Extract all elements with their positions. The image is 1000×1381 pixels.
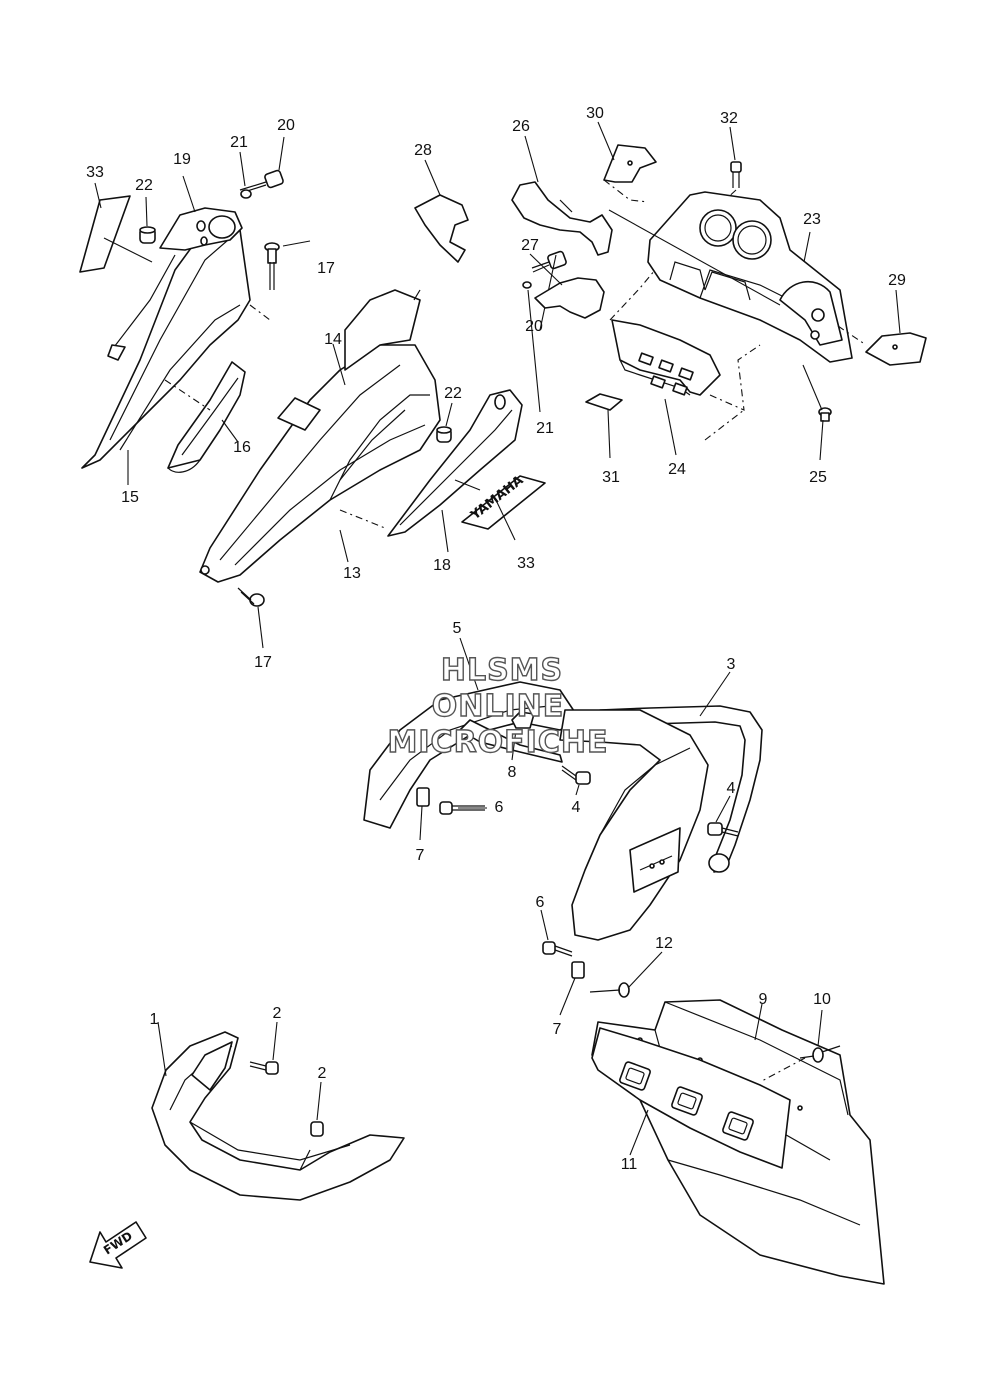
callout-labels: 33 22 19 21 20 17 15 16 14 13 17 22 21 2… <box>86 105 906 1173</box>
part-21-washer-left <box>240 189 252 199</box>
part-7-clip-lower <box>571 961 585 979</box>
part-17-screw-upper <box>264 242 280 290</box>
watermark-line-2: ONLINE <box>432 689 565 724</box>
part-33-yamaha-decal: YAMAHA <box>461 473 546 530</box>
callout-2-upper: 2 <box>273 1005 282 1022</box>
callout-33-left: 33 <box>86 164 104 181</box>
callout-7-upper: 7 <box>416 847 425 864</box>
part-19-mirror-mount <box>159 207 243 251</box>
callout-20-left: 20 <box>277 117 295 134</box>
callout-13: 13 <box>343 565 361 582</box>
part-20-bolt-right <box>531 250 567 273</box>
callout-5: 5 <box>453 620 462 637</box>
callout-28: 28 <box>414 142 432 159</box>
callout-16: 16 <box>233 439 251 456</box>
callout-4-center: 4 <box>572 799 581 816</box>
part-25-screw <box>818 407 832 422</box>
callout-11: 11 <box>621 1156 638 1173</box>
part-31-pad <box>585 393 623 411</box>
callout-30: 30 <box>586 105 604 122</box>
part-22-grommet-left <box>139 226 156 244</box>
part-33-decal-left <box>79 195 131 273</box>
callout-2-lower: 2 <box>318 1065 327 1082</box>
part-21-washer-right <box>522 281 532 289</box>
part-18-side-cowl-right <box>387 389 523 537</box>
part-2-bolt-lower <box>310 1121 324 1137</box>
part-15-side-cowl <box>81 221 251 469</box>
part-4-bolt-right <box>707 822 739 837</box>
part-5-frame-right <box>559 709 709 941</box>
callout-4-right: 4 <box>727 780 736 797</box>
part-14-windscreen-frame <box>344 289 421 371</box>
part-27-cover-piece <box>534 277 605 319</box>
callout-17-upper: 17 <box>317 260 335 277</box>
watermark: HLSMS ONLINE MICROFICHE <box>387 652 609 760</box>
part-12-rivet <box>589 982 630 998</box>
part-23-meter-housing <box>647 191 853 363</box>
callout-26: 26 <box>512 118 530 135</box>
callout-9: 9 <box>759 991 768 1008</box>
part-30-bracket <box>603 144 657 183</box>
callout-27: 27 <box>521 237 539 254</box>
part-13-front-cowl <box>199 344 441 583</box>
part-1-front-bumper <box>151 1031 405 1201</box>
callout-21-right: 21 <box>536 420 554 437</box>
callout-24: 24 <box>668 461 686 478</box>
part-7-clip-upper <box>416 787 430 807</box>
callout-8: 8 <box>508 764 517 781</box>
callout-7-lower: 7 <box>553 1021 562 1038</box>
callout-1: 1 <box>150 1011 159 1028</box>
callout-20-right: 20 <box>525 318 543 335</box>
callout-18: 18 <box>433 557 451 574</box>
part-8-clip <box>511 711 535 729</box>
callout-14: 14 <box>324 331 342 348</box>
callout-10: 10 <box>813 991 831 1008</box>
part-29-bracket-right <box>865 332 927 366</box>
part-10-rivet <box>799 1045 841 1063</box>
callout-17-lower: 17 <box>254 654 272 671</box>
part-6-bolt-upper <box>439 801 485 815</box>
callout-25: 25 <box>809 469 827 486</box>
callout-23: 23 <box>803 211 821 228</box>
part-4-bolt-center <box>561 765 591 785</box>
callout-22-left: 22 <box>135 177 153 194</box>
callout-22-center: 22 <box>444 385 462 402</box>
callout-31: 31 <box>602 469 620 486</box>
callout-12: 12 <box>655 935 673 952</box>
callout-33-decal: 33 <box>517 555 535 572</box>
part-26-cover <box>511 181 613 256</box>
part-32-screw <box>730 161 742 188</box>
callout-19: 19 <box>173 151 191 168</box>
callout-32: 32 <box>720 110 738 127</box>
part-17-screw-lower <box>237 587 265 607</box>
watermark-line-1: HLSMS <box>441 653 563 688</box>
callout-3: 3 <box>727 656 736 673</box>
part-16-inner-duct <box>167 361 246 473</box>
fwd-arrow-icon: FWD <box>89 1221 147 1269</box>
part-20-bolt-left <box>239 169 284 194</box>
watermark-line-3: MICROFICHE <box>388 725 609 760</box>
part-22-grommet-center <box>436 426 452 443</box>
callout-15: 15 <box>121 489 139 506</box>
part-24-meter-bracket <box>611 319 721 396</box>
part-28-duct <box>414 194 469 263</box>
callout-29: 29 <box>888 272 906 289</box>
callout-6-lower: 6 <box>536 894 545 911</box>
part-6-bolt-lower <box>542 941 573 957</box>
part-11-grille-plate <box>591 1027 791 1169</box>
callout-21-left: 21 <box>230 134 248 151</box>
part-2-bolt-upper <box>249 1061 279 1075</box>
callout-6-upper: 6 <box>495 799 504 816</box>
